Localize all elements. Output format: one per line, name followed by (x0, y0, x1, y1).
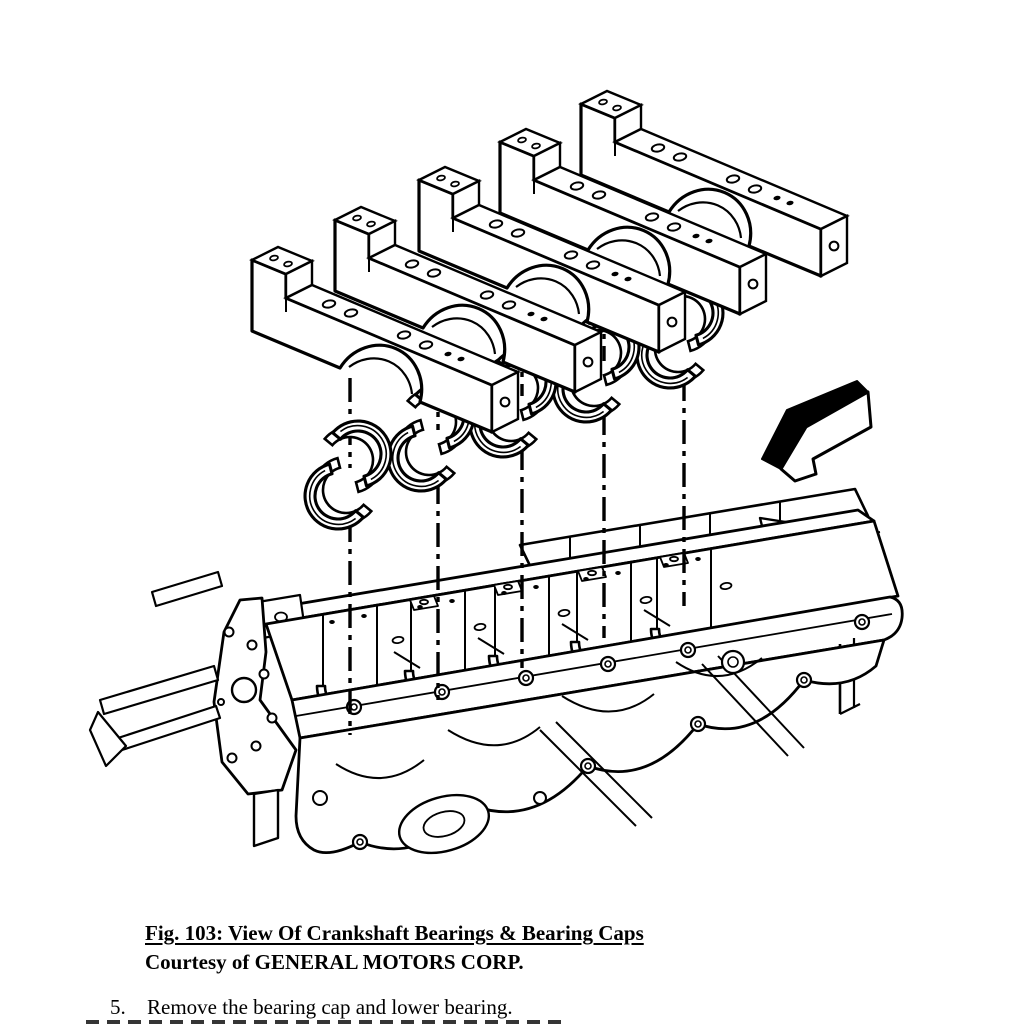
figure-caption: Fig. 103: View Of Crankshaft Bearings & … (145, 919, 785, 977)
engine-block (88, 487, 904, 855)
direction-arrow-icon (761, 380, 873, 483)
step-number: 5. (110, 995, 126, 1019)
clipped-next-text-line (86, 1020, 564, 1024)
procedure-step-5: 5. Remove the bearing cap and lower bear… (110, 994, 890, 1020)
bearing-pair-1 (305, 419, 393, 529)
figure-caption-title: Fig. 103: View Of Crankshaft Bearings & … (145, 921, 644, 945)
figure-caption-credit: Courtesy of GENERAL MOTORS CORP. (145, 950, 524, 974)
step-text: Remove the bearing cap and lower bearing… (147, 995, 513, 1019)
bearing-caps (250, 89, 849, 434)
